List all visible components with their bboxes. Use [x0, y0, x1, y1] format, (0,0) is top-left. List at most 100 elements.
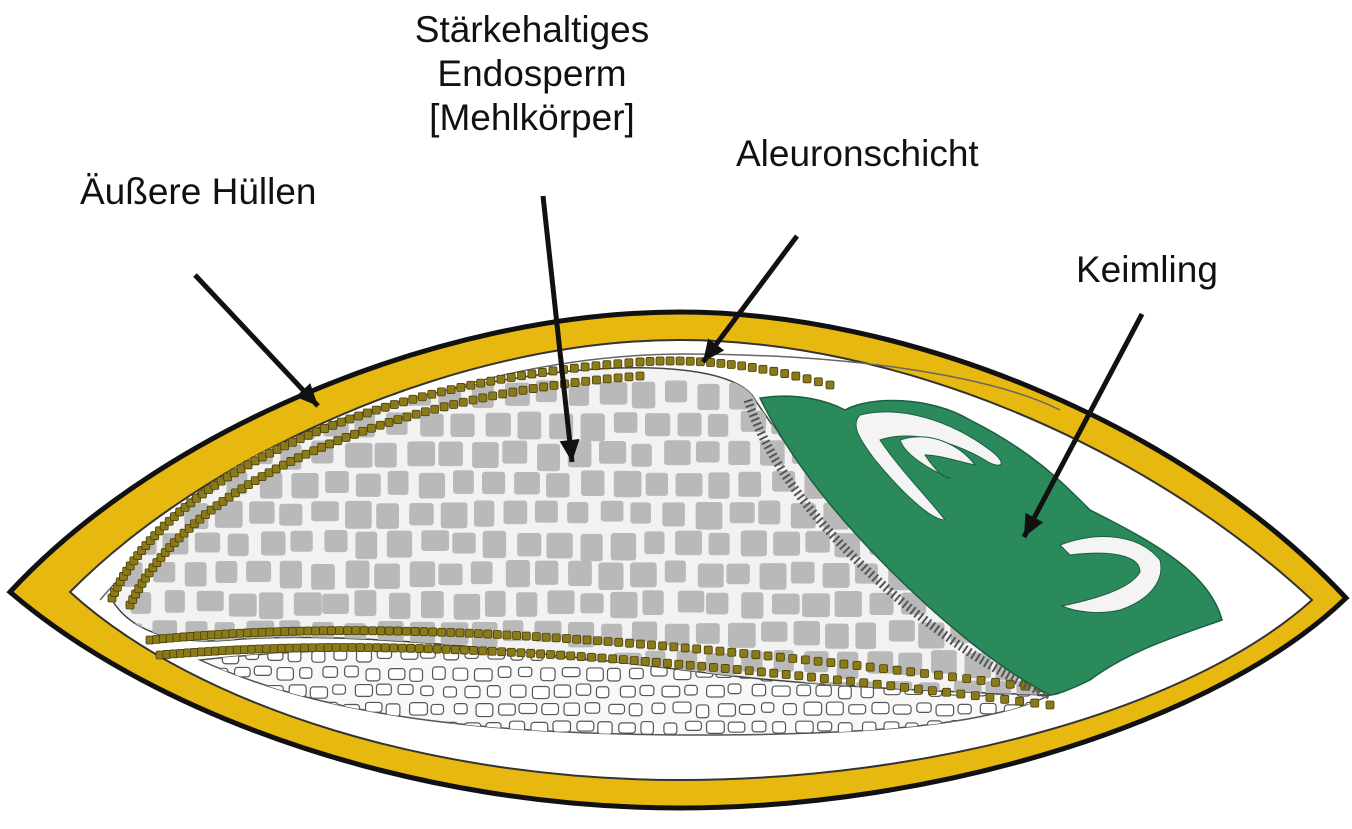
aleurone-cell	[324, 644, 332, 652]
starch-cell	[325, 471, 349, 493]
starch-cell	[537, 444, 560, 471]
aleurone-cell	[447, 629, 455, 637]
starch-cell	[918, 623, 944, 649]
aleurone-cell	[381, 403, 389, 411]
lower-cell	[542, 704, 559, 715]
aleurone-cell	[522, 632, 530, 640]
starch-cell	[675, 531, 702, 556]
starch-cell	[726, 564, 749, 585]
aleurone-cell	[272, 465, 280, 473]
starch-cell	[375, 443, 397, 468]
starch-cell	[346, 560, 370, 588]
aleurone-cell	[411, 627, 419, 635]
aleurone-cell	[986, 694, 994, 702]
aleurone-cell	[840, 660, 848, 668]
starch-cell	[131, 412, 155, 432]
lower-cell	[609, 704, 625, 713]
lower-cell	[686, 721, 702, 730]
starch-cell	[709, 533, 730, 555]
aleurone-cell	[721, 664, 729, 672]
aleurone-cell	[450, 400, 458, 408]
aleurone-cell	[592, 362, 600, 370]
starch-cell	[772, 594, 800, 615]
aleurone-cell	[318, 443, 326, 451]
starch-cell	[471, 561, 493, 584]
starch-cell	[472, 442, 499, 468]
lower-cell	[554, 685, 570, 697]
aleurone-cell	[853, 662, 861, 670]
lower-cell	[872, 702, 889, 713]
aleurone-cell	[456, 629, 464, 637]
aleurone-cell	[367, 424, 375, 432]
starch-cell	[598, 563, 623, 591]
starch-cell	[185, 562, 207, 586]
aleurone-cell	[1001, 695, 1009, 703]
aleurone-cell	[571, 379, 579, 387]
starch-cell	[823, 563, 850, 588]
aleurone-cell	[647, 641, 655, 649]
aleurone-cell	[487, 377, 495, 385]
starch-cell	[294, 592, 322, 615]
aleurone-cell	[626, 639, 634, 647]
aleurone-cell	[577, 653, 585, 661]
starch-cell	[698, 564, 724, 588]
aleurone-cell	[519, 386, 527, 394]
aleurone-cell	[663, 659, 671, 667]
aleurone-cell	[957, 690, 965, 698]
lower-cell	[389, 669, 405, 680]
aleurone-cell	[801, 656, 809, 664]
aleurone-cell	[251, 629, 259, 637]
lower-cell	[366, 669, 380, 681]
aleurone-cell	[421, 408, 429, 416]
aleurone-cell	[537, 650, 545, 658]
aleurone-cell	[484, 630, 492, 638]
starch-cell	[516, 592, 537, 617]
starch-cell	[249, 501, 274, 523]
aleurone-cell	[593, 637, 601, 645]
starch-cell	[261, 531, 285, 555]
lower-cell	[212, 740, 230, 753]
lower-cell	[323, 667, 337, 678]
aleurone-cell	[438, 628, 446, 636]
starch-cell	[118, 680, 145, 706]
label-endosperm-line-3: [Mehlkörper]	[392, 96, 672, 140]
aleurone-cell	[457, 383, 465, 391]
starch-cell	[419, 473, 445, 499]
lower-cell	[465, 686, 480, 697]
aleurone-cell	[428, 390, 436, 398]
lower-cell	[980, 703, 996, 713]
aleurone-cell	[334, 437, 342, 445]
starch-cell	[870, 593, 894, 615]
lower-cell	[431, 704, 443, 714]
aleurone-cell	[288, 627, 296, 635]
aleurone-cell	[603, 375, 611, 383]
aleurone-cell	[356, 644, 364, 652]
starch-cell	[632, 621, 657, 641]
label-endosperm-line-1: Stärkehaltiges	[392, 8, 672, 52]
aleurone-cell	[795, 672, 803, 680]
lower-cell	[707, 721, 725, 733]
lower-cell	[818, 722, 832, 731]
aleurone-cell	[348, 644, 356, 652]
aleurone-cell	[229, 630, 237, 638]
lower-cell	[476, 704, 493, 717]
lower-cell	[444, 687, 457, 697]
aleurone-cell	[547, 651, 555, 659]
lower-cell	[752, 721, 766, 732]
starch-cell	[485, 591, 506, 617]
aleurone-cell	[376, 421, 384, 429]
starch-cell	[708, 414, 728, 437]
starch-cell	[450, 414, 474, 437]
aleurone-cell	[963, 675, 971, 683]
starch-cell	[567, 502, 588, 523]
aleurone-cell	[263, 645, 271, 653]
aleurone-cell	[437, 388, 445, 396]
aleurone-cell	[920, 669, 928, 677]
lower-cell	[576, 684, 590, 695]
aleurone-cell	[301, 644, 309, 652]
aleurone-cell	[666, 357, 674, 365]
starch-cell	[678, 413, 702, 437]
aleurone-cell	[273, 446, 281, 454]
aleurone-cell	[270, 645, 278, 653]
starch-cell	[514, 472, 540, 495]
